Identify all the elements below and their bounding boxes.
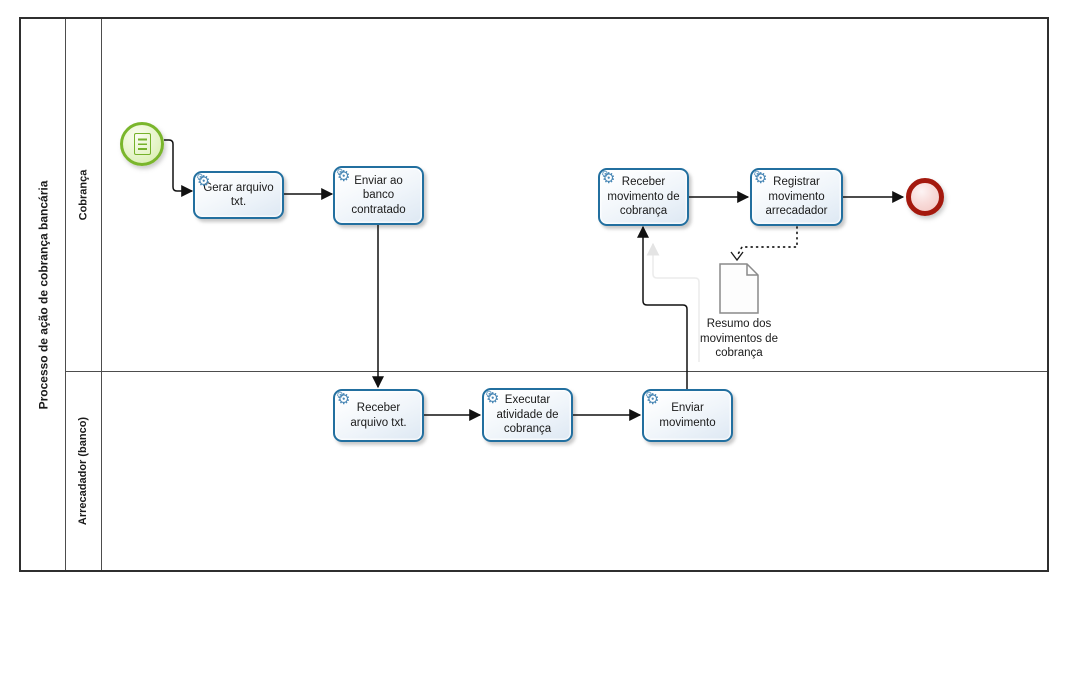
document-icon <box>719 263 759 314</box>
task-label: Receber arquivo txt. <box>350 402 407 429</box>
task-receber-arquivo-txt[interactable]: ⚙⚙ Receber arquivo txt. <box>333 389 424 442</box>
lane-arrecadador-label: Arrecadador (banco) <box>77 416 90 526</box>
start-event[interactable] <box>120 122 164 166</box>
task-label: Registrar movimento arrecadador <box>765 176 828 218</box>
end-event[interactable] <box>906 178 944 216</box>
pool-title[interactable]: Processo de ação de cobrança bancária <box>21 19 65 570</box>
lane-divider <box>65 371 1047 372</box>
task-enviar-movimento[interactable]: ⚙⚙ Enviar movimento <box>642 389 733 442</box>
lane-arrecadador-banco[interactable]: Arrecadador (banco) <box>66 372 101 570</box>
lane-cobranca[interactable]: Cobrança <box>66 19 101 371</box>
task-executar-atividade-de-cobranca[interactable]: ⚙⚙ Executar atividade de cobrança <box>482 388 573 442</box>
task-registrar-movimento-arrecadador[interactable]: ⚙⚙ Registrar movimento arrecadador <box>750 168 843 226</box>
task-label: Receber movimento de cobrança <box>607 176 680 218</box>
lane-cobranca-label: Cobrança <box>77 169 90 221</box>
lane-label-divider <box>101 19 102 570</box>
task-label: Enviar movimento <box>659 402 716 429</box>
task-label: Executar atividade de cobrança <box>496 394 559 436</box>
pool-title-divider <box>65 19 66 570</box>
data-object-label: Resumo dos movimentos de cobrança <box>700 318 778 359</box>
data-object-resumo[interactable] <box>719 263 759 314</box>
task-enviar-ao-banco-contratado[interactable]: ⚙⚙ Enviar ao banco contratado <box>333 166 424 225</box>
task-label: Gerar arquivo txt. <box>203 181 274 209</box>
task-label: Enviar ao banco contratado <box>351 174 406 216</box>
task-receber-movimento-de-cobranca[interactable]: ⚙⚙ Receber movimento de cobrança <box>598 168 689 226</box>
pool-title-label: Processo de ação de cobrança bancária <box>36 180 50 409</box>
document-lines-icon <box>133 133 151 155</box>
task-gerar-arquivo-txt[interactable]: ⚙⚙ Gerar arquivo txt. <box>193 171 284 219</box>
pool-processo-cobranca: Processo de ação de cobrança bancária Co… <box>19 17 1049 572</box>
